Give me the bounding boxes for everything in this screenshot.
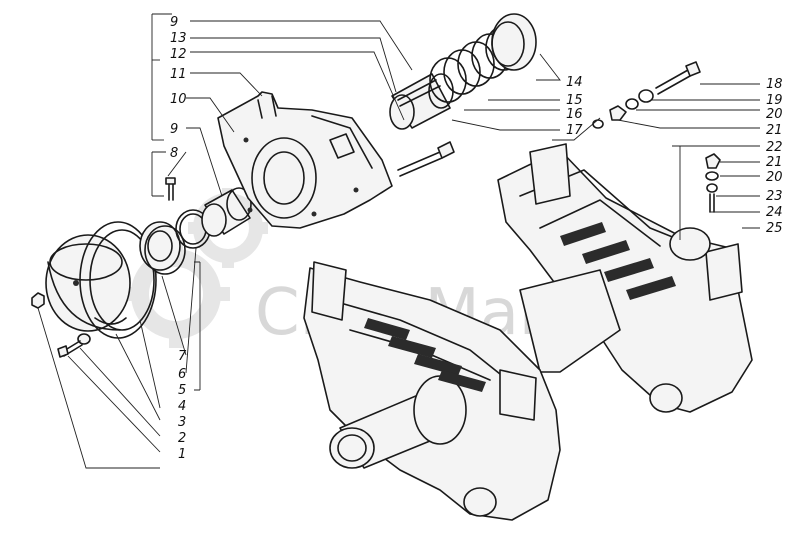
callout-label: 4 — [178, 399, 186, 414]
part-bearing — [201, 187, 252, 237]
part-cover-cap — [31, 292, 45, 309]
part-small-fastener-stack — [705, 153, 721, 213]
callout-label: 12 — [170, 47, 187, 62]
part-nut-washer-stack — [592, 89, 654, 129]
callout-label: 16 — [566, 107, 583, 122]
part-housing-bracket — [217, 91, 393, 229]
callout-label: 14 — [566, 75, 583, 90]
callout-label: 19 — [766, 93, 783, 108]
callout-label: 17 — [566, 123, 583, 138]
callout-label: 25 — [766, 221, 783, 236]
callout-label: 2 — [178, 431, 186, 446]
callout-label: 21 — [766, 123, 783, 138]
part-hub-cover — [45, 221, 157, 339]
callout-label: 6 — [178, 367, 186, 382]
callout-label: 5 — [178, 383, 186, 398]
callout-label: 9 — [170, 122, 178, 137]
callout-label: 10 — [170, 92, 187, 107]
callout-label: 24 — [766, 205, 783, 220]
part-spring-cup — [491, 13, 537, 71]
callout-labels-left: 9 13 12 11 10 9 8 7 6 5 4 3 2 1 — [170, 15, 187, 462]
callout-label: 3 — [178, 415, 186, 430]
part-balance-beam-frame — [303, 143, 753, 521]
callout-label: 22 — [766, 140, 783, 155]
callout-label: 20 — [766, 170, 783, 185]
part-stud — [165, 177, 176, 201]
callout-label: 15 — [566, 93, 583, 108]
callout-label: 8 — [170, 146, 178, 161]
part-seal-ring — [139, 221, 186, 275]
callout-label: 18 — [766, 77, 783, 92]
part-shackle-bolt — [655, 61, 701, 95]
callout-labels-right: 14 15 16 17 18 19 20 21 22 21 20 23 24 2… — [566, 75, 783, 236]
callout-label: 11 — [170, 67, 187, 82]
part-needle-bushing — [389, 73, 454, 130]
callout-label: 7 — [178, 349, 187, 364]
callout-label: 1 — [178, 447, 186, 462]
callout-label: 9 — [170, 15, 178, 30]
callout-label: 21 — [766, 155, 783, 170]
callout-label: 13 — [170, 31, 187, 46]
leader-lines — [37, 13, 760, 469]
part-shackle-bolt-lower — [397, 141, 455, 177]
callout-label: 20 — [766, 107, 783, 122]
part-bolt — [57, 333, 91, 358]
callout-label: 23 — [766, 189, 783, 204]
